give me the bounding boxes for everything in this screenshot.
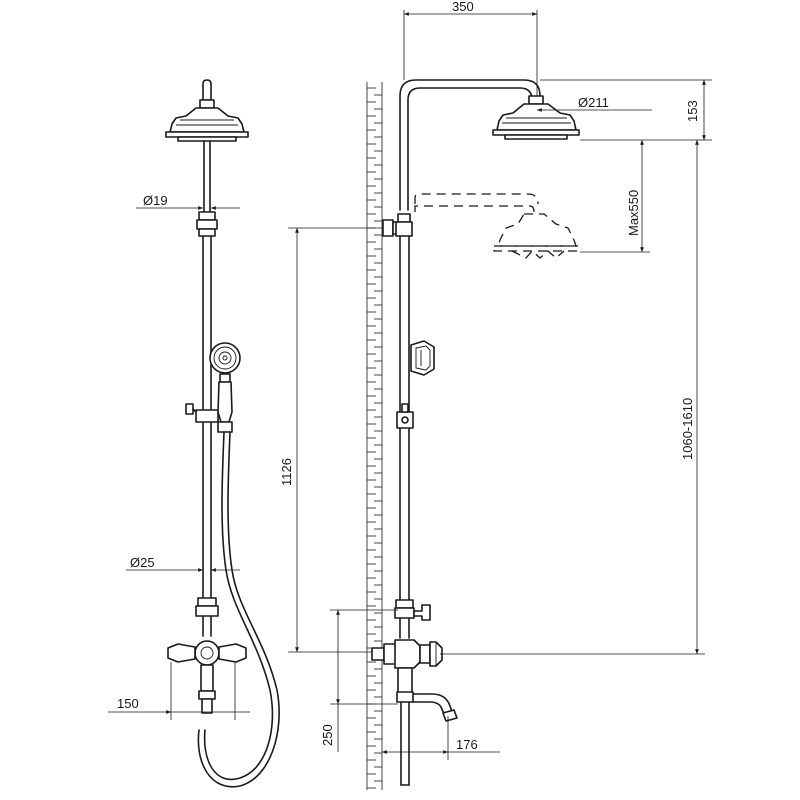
front-coupling-bottom — [198, 228, 216, 237]
dim-pipe-diameter-bottom: Ø25 — [126, 555, 240, 572]
front-coupling-top — [198, 211, 216, 221]
dim-overall-height: 1060-1610 — [440, 140, 705, 655]
front-slider-knob — [185, 403, 194, 415]
dim-pipe-diameter-bottom-label: Ø25 — [130, 555, 155, 570]
side-upper-bracket — [382, 213, 413, 237]
front-hose-outer — [203, 431, 274, 781]
front-coupling-mid — [196, 219, 218, 230]
front-lower-coupling-2 — [195, 605, 219, 617]
dim-spout-reach-label: 176 — [456, 737, 478, 752]
dim-head-height-label: 153 — [685, 100, 700, 122]
dim-max-lower-label: Max550 — [626, 190, 641, 236]
dim-spout-height: 250 — [320, 609, 398, 752]
dim-head-height: 153 — [540, 79, 712, 141]
dim-arm-length-label: 350 — [452, 0, 474, 14]
dim-pipe-diameter-top: Ø19 — [136, 193, 240, 210]
front-hose-inner — [197, 431, 280, 788]
dim-overall-height-label: 1060-1610 — [680, 398, 695, 460]
dim-pipe-length: 1126 — [279, 227, 383, 653]
dim-spout-reach: 176 — [382, 716, 500, 760]
front-view — [165, 79, 280, 788]
dim-pipe-length-label: 1126 — [279, 458, 294, 486]
dim-mixer-width-label: 150 — [117, 696, 139, 711]
side-lower-coupling-2 — [394, 607, 415, 619]
dim-head-diameter-label: Ø211 — [578, 95, 609, 110]
side-hand-shower-holder — [410, 340, 435, 376]
front-lower-coupling — [197, 597, 217, 607]
side-slider — [396, 403, 414, 429]
dim-mixer-width: 150 — [108, 662, 250, 720]
brick-wall — [366, 82, 383, 790]
front-mixer — [167, 640, 247, 714]
front-shower-head — [165, 107, 249, 142]
side-shower-head — [492, 103, 580, 140]
side-lower-coupling — [395, 599, 414, 609]
side-shower-head-lower-position — [414, 193, 579, 259]
front-top-nut — [199, 99, 215, 109]
dim-head-diameter: Ø211 — [537, 95, 652, 112]
front-slider — [195, 409, 219, 423]
front-hand-shower — [209, 342, 241, 433]
side-mixer — [371, 639, 443, 695]
front-top-nipple — [202, 79, 212, 101]
side-diverter-knob — [413, 604, 431, 621]
dim-pipe-diameter-top-label: Ø19 — [143, 193, 168, 208]
dim-arm-length: 350 — [403, 0, 538, 96]
side-spout — [396, 691, 458, 786]
dim-max-lower: Max550 — [580, 140, 650, 253]
dim-spout-height-label: 250 — [320, 724, 335, 746]
side-shower-arm — [399, 79, 544, 211]
